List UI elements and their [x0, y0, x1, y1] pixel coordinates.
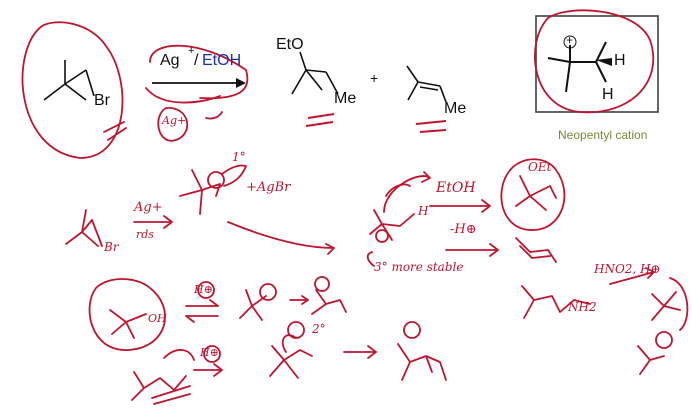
hw-plus-agbr: +AgBr	[246, 180, 291, 195]
hw-oet: OEt	[528, 160, 552, 174]
hw-br: Br	[104, 240, 119, 254]
plus-sign: +	[370, 70, 379, 86]
hw-h-plus-row3: H⊕	[194, 283, 213, 296]
hw-primary: 1°	[232, 150, 246, 164]
reagent-ag-sup: +	[188, 45, 195, 57]
hw-hno2: HNO2, H⊕	[594, 262, 661, 276]
ether-eto-label: EtO	[276, 36, 304, 53]
hw-oh: OH	[148, 312, 167, 325]
cation-wedge-bond	[596, 58, 612, 66]
hw-secondary: 2°	[312, 322, 326, 336]
reagent-solvent-label: EtOH	[202, 52, 242, 69]
cation-charge: +	[566, 33, 574, 47]
hw-h-letter: H	[418, 204, 429, 218]
reagent-ag-label: Ag	[160, 52, 180, 69]
annotation-ink	[21, 9, 689, 405]
neopentyl-cation-skeleton	[547, 41, 607, 93]
hw-ag-plus-small: Ag+	[162, 114, 187, 127]
hw-ag-plus: Ag+	[134, 200, 163, 215]
reagent-circle	[149, 44, 249, 100]
hw-h-plus-row4: H⊕	[200, 346, 219, 359]
alkene-me-label: Me	[444, 100, 467, 117]
top-row-underlines	[305, 113, 447, 133]
hw-tertiary-more-stable: 3° more stable	[374, 260, 464, 274]
cation-caption: Neopentyl cation	[558, 128, 648, 142]
ether-product-skeleton	[291, 51, 339, 95]
hw-minus-h: -H⊕	[450, 222, 477, 237]
circle-around-bromide	[21, 21, 124, 159]
circle-around-cation	[534, 9, 655, 114]
alkene-product-skeleton	[406, 65, 447, 103]
cation-h-top: H	[614, 52, 626, 69]
cation-h-bottom: H	[602, 86, 614, 103]
neopentyl-bromide-skeleton	[43, 60, 95, 101]
hw-etoh: EtOH	[436, 180, 476, 196]
hw-rds: rds	[136, 228, 154, 241]
reaction-arrow	[152, 78, 246, 88]
cation-charge-circle	[563, 35, 577, 49]
ether-me-label: Me	[334, 90, 357, 107]
reagent-slash: /	[194, 52, 199, 69]
bromide-label: Br	[94, 92, 110, 109]
hw-nh2: NH2	[568, 300, 597, 314]
